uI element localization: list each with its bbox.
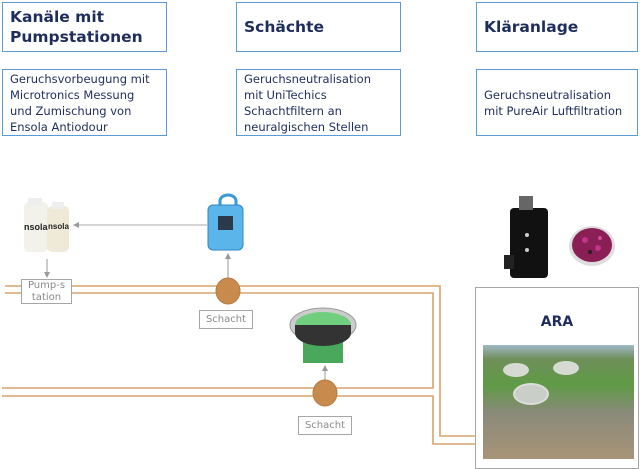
title-text: Kläranlage xyxy=(484,18,579,36)
title-text: Schächte xyxy=(244,18,324,36)
column-title-kanaele: Kanäle mit Pumpstationen xyxy=(2,2,167,52)
ara-box: ARA xyxy=(475,287,639,469)
manhole-icon xyxy=(312,379,338,407)
pumpstation-label: Pump-station xyxy=(21,279,72,304)
granules-icon xyxy=(569,226,615,266)
desc-text: Geruchsneutralisation mit UniTechics Sch… xyxy=(244,71,371,134)
schacht-label: Schacht xyxy=(298,416,352,435)
schacht-label: Schacht xyxy=(199,310,253,329)
desc-text: Geruchsvorbeugung mit Microtronics Messu… xyxy=(10,71,150,134)
column-title-schaechte: Schächte xyxy=(236,2,401,52)
column-desc-schaechte: Geruchsneutralisation mit UniTechics Sch… xyxy=(236,69,401,136)
ara-title: ARA xyxy=(540,314,574,330)
shaft-filter-icon xyxy=(289,307,357,363)
svg-text:nsola: nsola xyxy=(48,222,69,231)
title-text: Kanäle mit Pumpstationen xyxy=(10,8,143,46)
label-text: Schacht xyxy=(205,313,247,325)
label-text: Pump-station xyxy=(27,279,66,303)
sensor-device-icon xyxy=(207,193,244,251)
svg-text:nsola: nsola xyxy=(24,222,49,232)
column-title-klaeranlage: Kläranlage xyxy=(476,2,638,52)
manhole-icon xyxy=(215,277,241,305)
column-desc-kanaele: Geruchsvorbeugung mit Microtronics Messu… xyxy=(2,69,167,136)
desc-text: Geruchsneutralisation mit PureAir Luftfi… xyxy=(484,87,623,118)
label-text: Schacht xyxy=(304,419,346,431)
column-desc-klaeranlage: Geruchsneutralisation mit PureAir Luftfi… xyxy=(476,69,638,136)
pureair-filter-icon xyxy=(504,196,548,278)
ensola-bottles-icon: nsola nsola xyxy=(24,198,69,252)
treatment-plant-photo xyxy=(483,345,634,459)
